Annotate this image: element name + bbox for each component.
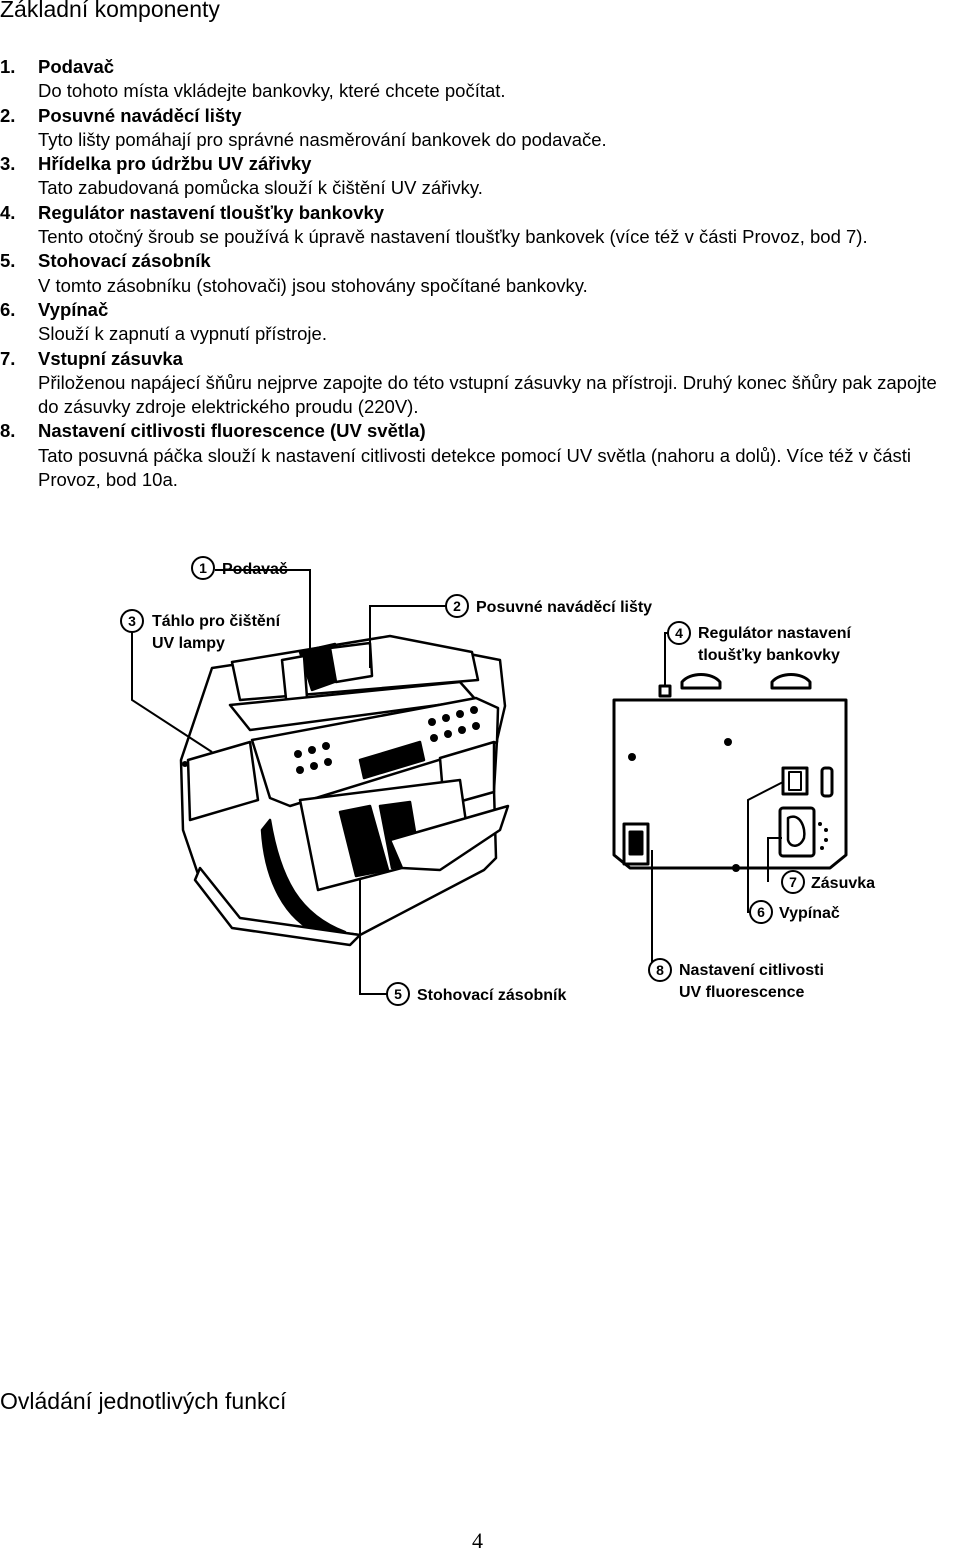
callout-2-label: Posuvné naváděcí lišty: [476, 599, 652, 616]
component-list: 1. Podavač Do tohoto místa vkládejte ban…: [0, 55, 960, 492]
callout-6-circle: [749, 900, 773, 924]
callout-6: 6 Vypínač: [749, 900, 840, 924]
item-title: Podavač: [38, 56, 115, 77]
callout-8-circle: [648, 958, 672, 982]
callout-8-label-line1: Nastavení citlivosti: [679, 962, 824, 979]
list-item: 5. Stohovací zásobník V tomto zásobníku …: [0, 249, 960, 298]
callout-3-number: 3: [128, 613, 136, 629]
list-item: 4. Regulátor nastavení tloušťky bankovky…: [0, 201, 960, 250]
item-title: Regulátor nastavení tloušťky bankovky: [38, 201, 385, 223]
item-description: Slouží k zapnutí a vypnutí přístroje.: [38, 323, 327, 345]
item-description: V tomto zásobníku (stohovači) jsou stoho…: [38, 274, 588, 296]
list-item: 3. Hřídelka pro údržbu UV zářivky Tato z…: [0, 152, 960, 201]
callout-5: 5 Stohovací zásobník: [386, 982, 566, 1006]
item-number: 1.: [0, 56, 16, 77]
item-title: Hřídelka pro údržbu UV zářivky: [38, 153, 312, 175]
callout-8-label-line2: UV fluorescence: [679, 984, 804, 1001]
callout-1-number: 1: [199, 560, 207, 576]
callout-1-circle: [191, 556, 215, 580]
list-item: 1. Podavač Do tohoto místa vkládejte ban…: [0, 55, 960, 104]
callout-4-label-line2: tloušťky bankovky: [698, 647, 840, 664]
list-item: 7. Vstupní zásuvka Přiloženou napájecí š…: [0, 347, 960, 420]
section-heading: Ovládání jednotlivých funkcí: [0, 1388, 287, 1414]
item-title: Posuvné naváděcí lišty: [38, 104, 242, 126]
callout-7-number: 7: [789, 874, 797, 890]
item-description: Přiloženou napájecí šňůru nejprve zapojt…: [38, 371, 937, 418]
callout-1: 1 Podavač: [191, 556, 288, 580]
item-description: Tento otočný šroub se používá k úpravě n…: [38, 226, 868, 248]
callout-7: 7 Zásuvka: [781, 870, 875, 894]
page-number: 4: [472, 1528, 483, 1553]
callout-3-circle: [120, 609, 144, 633]
callout-3: 3 Táhlo pro čištění UV lampy: [120, 609, 281, 652]
callout-2-number: 2: [453, 598, 461, 614]
callout-7-label: Zásuvka: [811, 875, 875, 892]
item-title: Vypínač: [38, 298, 109, 320]
callout-8: 8 Nastavení citlivosti UV fluorescence: [648, 958, 824, 1001]
panel-buttons: [182, 706, 480, 774]
callout-4-circle: [667, 621, 691, 645]
callout-4-label-line1: Regulátor nastavení: [698, 625, 851, 642]
callout-1-label: Podavač: [222, 561, 288, 578]
callout-6-label: Vypínač: [779, 905, 840, 922]
counter-front-illustration: [179, 634, 510, 947]
counter-rear-illustration: [612, 673, 848, 870]
item-description: Tato zabudovaná pomůcka slouží k čištění…: [38, 177, 483, 199]
callout-5-circle: [386, 982, 410, 1006]
item-number: 5.: [0, 250, 16, 272]
item-number: 4.: [0, 201, 16, 223]
item-description: Do tohoto místa vkládejte bankovky, kter…: [38, 80, 506, 102]
list-item: 2. Posuvné naváděcí lišty Tyto lišty pom…: [0, 104, 960, 153]
callout-7-circle: [781, 870, 805, 894]
component-diagram: 1 Podavač 2 Posuvné naváděcí lišty 3 Táh…: [120, 556, 875, 1006]
item-number: 7.: [0, 347, 16, 369]
item-number: 8.: [0, 420, 16, 442]
callout-8-number: 8: [656, 962, 664, 978]
callout-5-label: Stohovací zásobník: [417, 987, 566, 1004]
callout-4-number: 4: [675, 625, 683, 641]
page-heading: Základní komponenty: [0, 0, 220, 22]
item-number: 6.: [0, 298, 16, 320]
callout-4: 4 Regulátor nastavení tloušťky bankovky: [667, 621, 851, 664]
item-description: Tyto lišty pomáhají pro správné nasměrov…: [38, 128, 607, 150]
callout-2-circle: [445, 594, 469, 618]
callout-3-label-line1: Táhlo pro čištění: [152, 613, 281, 630]
callout-6-number: 6: [757, 904, 765, 920]
item-title: Stohovací zásobník: [38, 250, 211, 272]
item-number: 2.: [0, 104, 16, 126]
item-title: Nastavení citlivosti fluorescence (UV sv…: [38, 420, 426, 442]
item-title: Vstupní zásuvka: [38, 347, 183, 369]
list-item: 6. Vypínač Slouží k zapnutí a vypnutí př…: [0, 298, 960, 347]
callout-3-label-line2: UV lampy: [152, 635, 225, 652]
callout-2: 2 Posuvné naváděcí lišty: [445, 594, 652, 618]
item-number: 3.: [0, 153, 16, 175]
list-item: 8. Nastavení citlivosti fluorescence (UV…: [0, 419, 960, 492]
item-description: Tato posuvná páčka slouží k nastavení ci…: [38, 444, 912, 491]
callout-5-number: 5: [394, 986, 402, 1002]
rear-dots: [628, 738, 828, 872]
